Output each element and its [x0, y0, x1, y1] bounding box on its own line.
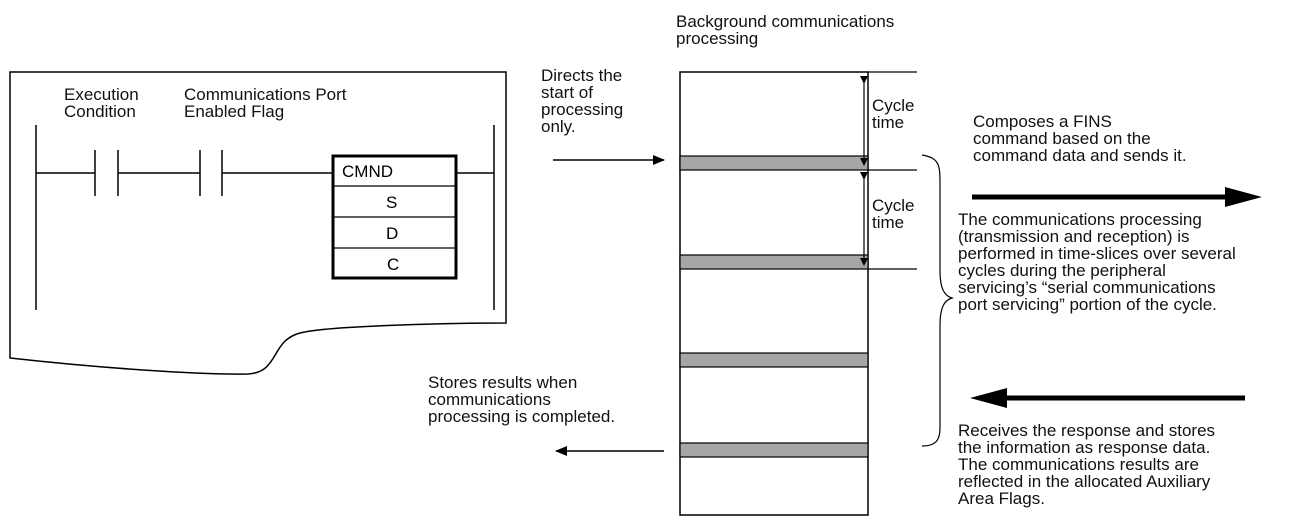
cycle-time-label-1: Cycle time	[872, 96, 915, 132]
time-slice	[679, 442, 869, 458]
background-processing-title: Background communications processing	[676, 12, 895, 48]
time-slice	[679, 352, 869, 368]
stores-results-note: Stores results when communications proce…	[428, 373, 616, 426]
program-sheet	[9, 71, 507, 375]
time-slice	[679, 155, 869, 171]
operand-s-label: S	[386, 193, 398, 212]
composes-command-note: Composes a FINS command based on the com…	[973, 112, 1187, 165]
cmnd-label: CMND	[342, 162, 393, 181]
directs-start-note: Directs the start of processing only.	[541, 66, 624, 136]
background-processing-column	[679, 71, 869, 516]
execution-condition-label: Execution Condition	[64, 85, 139, 121]
operand-d-label: D	[386, 224, 399, 243]
cycle-time-label-2: Cycle time	[872, 196, 915, 232]
receive-response-arrowhead	[970, 388, 1007, 408]
receives-response-note: Receives the response and stores the inf…	[958, 421, 1216, 508]
time-slice	[679, 254, 869, 270]
processing-description-note: The communications processing (transmiss…	[958, 210, 1236, 314]
processing-brace	[921, 154, 955, 447]
port-enabled-flag-label: Communications Port Enabled Flag	[184, 85, 347, 121]
operand-c-label: C	[387, 255, 400, 274]
send-command-arrowhead	[1225, 187, 1262, 207]
